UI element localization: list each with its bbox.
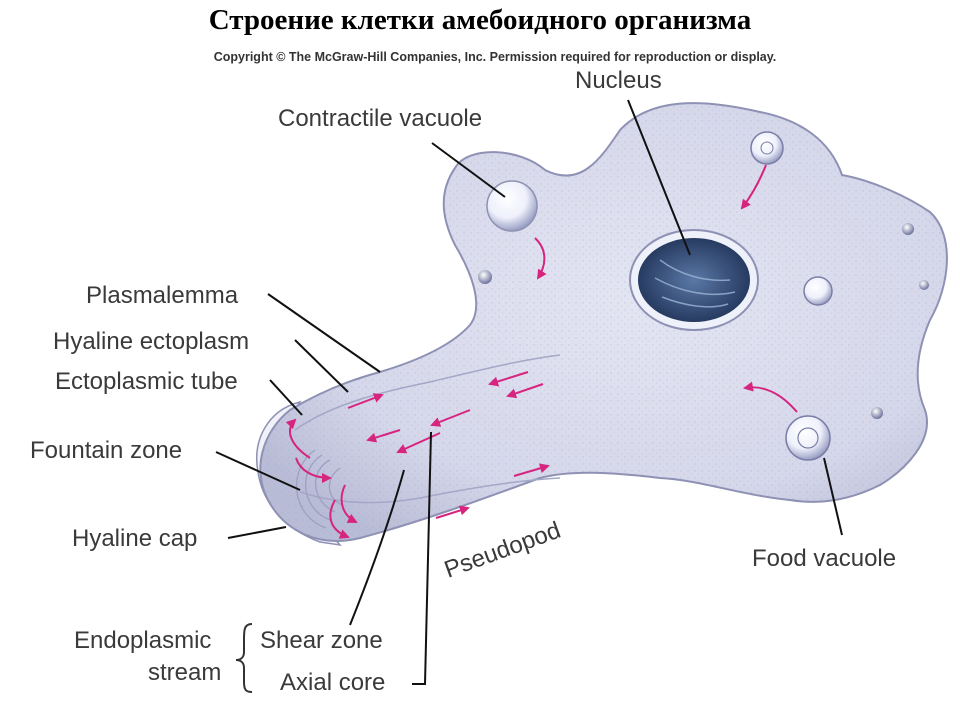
label-fountain-zone: Fountain zone xyxy=(30,437,182,464)
cytoplasm-flow-arrows xyxy=(285,164,798,539)
leader-lines xyxy=(215,99,843,685)
food-vacuole-upper xyxy=(750,131,784,165)
label-plasmalemma: Plasmalemma xyxy=(86,282,239,309)
label-stream: stream xyxy=(148,659,221,686)
label-nucleus: Nucleus xyxy=(575,67,662,94)
label-axial-core: Axial core xyxy=(280,669,385,696)
endoplasmic-stream-bracket xyxy=(235,623,253,693)
page-title: Строение клетки амебоидного организма xyxy=(208,4,752,36)
food-vacuole-shape xyxy=(785,415,831,461)
nucleus-core xyxy=(638,238,750,322)
food-vacuole-small xyxy=(803,276,833,306)
label-hyaline-cap: Hyaline cap xyxy=(72,525,197,552)
granule xyxy=(478,270,492,284)
label-pseudopod: Pseudopod xyxy=(441,517,564,584)
granule xyxy=(919,280,929,290)
copyright-notice: Copyright © The McGraw-Hill Companies, I… xyxy=(213,50,777,64)
ectoplasmic-tube-line xyxy=(294,354,561,431)
granule xyxy=(902,223,914,235)
label-contractile-vacuole: Contractile vacuole xyxy=(278,105,482,132)
granule xyxy=(871,407,883,419)
label-ectoplasmic-tube: Ectoplasmic tube xyxy=(55,368,238,395)
label-hyaline-ectoplasm: Hyaline ectoplasm xyxy=(53,328,249,355)
label-food-vacuole: Food vacuole xyxy=(752,545,896,572)
label-endoplasmic: Endoplasmic xyxy=(74,627,211,654)
label-shear-zone: Shear zone xyxy=(260,627,383,654)
